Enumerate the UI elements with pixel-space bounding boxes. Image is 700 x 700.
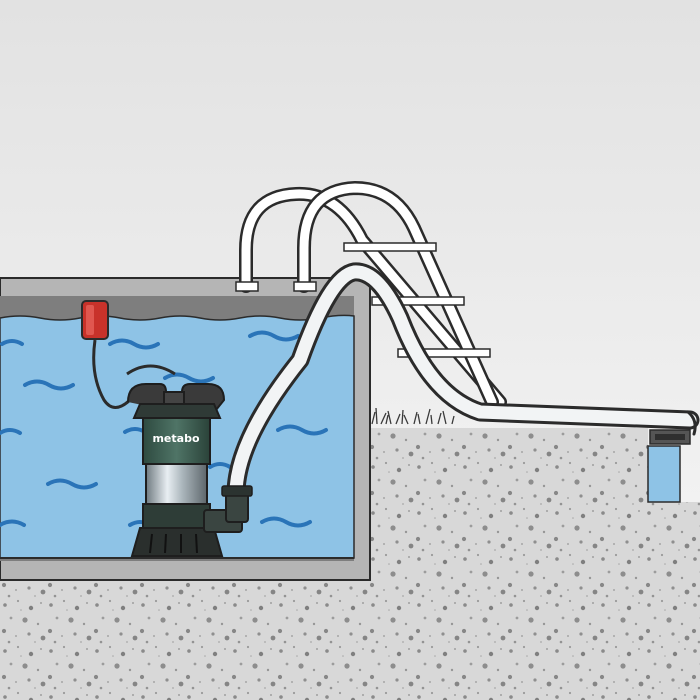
pool-ladder-icon (235, 181, 507, 409)
drain-icon (647, 429, 691, 503)
float-switch-icon (81, 300, 132, 409)
hose-icon (226, 262, 700, 504)
submersible-pump-icon: metabo (126, 364, 253, 557)
brand-logo: metabo (152, 432, 199, 445)
ground (0, 428, 700, 700)
water-waves (0, 330, 328, 528)
